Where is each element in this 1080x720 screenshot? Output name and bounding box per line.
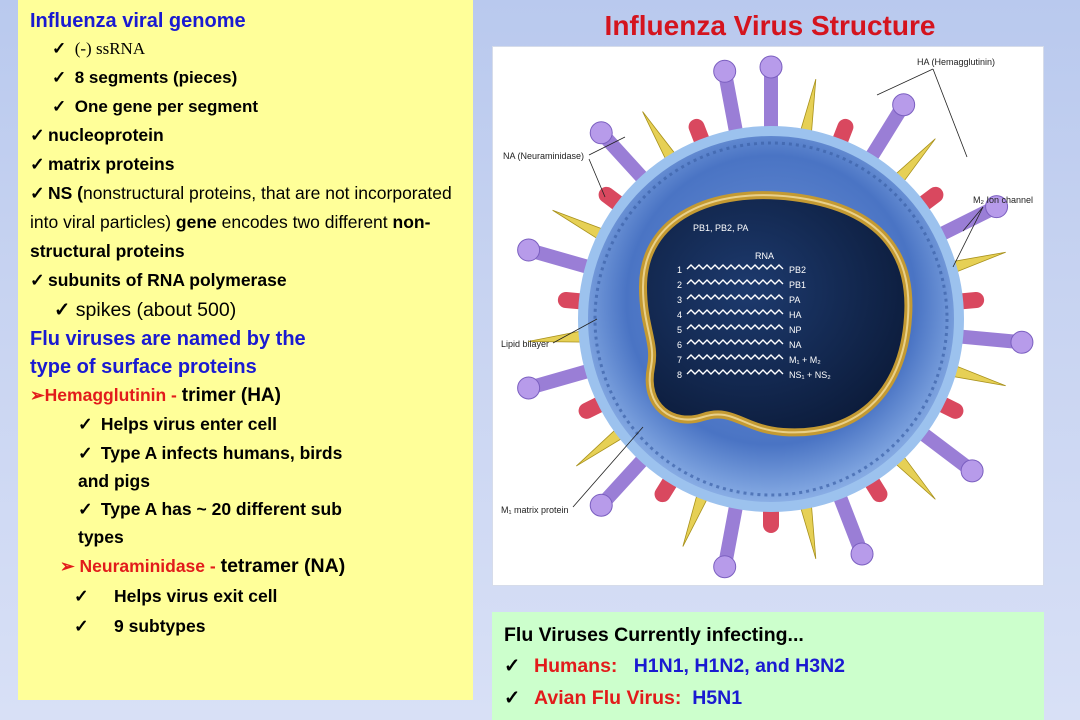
naming-heading-line1: Flu viruses are named by the bbox=[30, 328, 306, 350]
ha-item-subtypes: ✓ Type A has ~ 20 different sub bbox=[30, 495, 463, 524]
page-title: Influenza Virus Structure bbox=[604, 10, 936, 41]
lipid-diagram-label: Lipid bilayer bbox=[501, 339, 549, 349]
rna-strand bbox=[686, 279, 784, 285]
ha-spike-head bbox=[759, 55, 783, 79]
check-icon: ✓ bbox=[74, 586, 89, 606]
segment-label: PB1 bbox=[789, 280, 806, 290]
check-icon: ✓ bbox=[30, 125, 45, 145]
genome-item-matrix: ✓matrix proteins bbox=[30, 150, 463, 179]
segment-label: PB2 bbox=[789, 265, 806, 275]
check-icon: ✓ bbox=[78, 443, 93, 463]
ha-spike-head bbox=[960, 459, 984, 483]
ha-spike-head bbox=[1010, 330, 1034, 354]
check-icon: ✓ bbox=[504, 687, 521, 709]
na-item-subtypes: ✓9 subtypes bbox=[30, 611, 463, 641]
genome-item-ns: ✓NS (nonstructural proteins, that are no… bbox=[30, 179, 463, 266]
segment-label: NP bbox=[789, 325, 802, 335]
check-icon: ✓ bbox=[30, 270, 45, 290]
segment-number: 7 bbox=[677, 355, 682, 365]
segment-number: 4 bbox=[677, 310, 682, 320]
genome-item-gene: ✓ One gene per segment bbox=[30, 92, 463, 121]
arrow-bullet-icon: ➢ bbox=[30, 385, 45, 405]
na-item-exit: ✓Helps virus exit cell bbox=[30, 581, 463, 611]
ha-heading: ➢Hemagglutinin - trimer (HA) bbox=[30, 385, 281, 406]
pb-label: PB1, PB2, PA bbox=[693, 223, 748, 233]
humans-row: ✓ Humans: H1N1, H1N2, and H3N2 bbox=[504, 650, 1032, 682]
segment-label: NA bbox=[789, 340, 802, 350]
check-icon: ✓ bbox=[74, 616, 89, 636]
rna-segments: 1 PB2 2 PB1 3 PA 4 HA 5 NP 6 NA 7 M₁ + M₂ 8 NS₁ + NS₂ bbox=[677, 264, 831, 380]
segment-number: 2 bbox=[677, 280, 682, 290]
ha-spike-head bbox=[713, 555, 737, 579]
currently-infecting-panel: Flu Viruses Currently infecting... ✓ Huma… bbox=[492, 612, 1044, 720]
segment-label: M₁ + M₂ bbox=[789, 355, 821, 365]
segment-number: 5 bbox=[677, 325, 682, 335]
ha-spike-head bbox=[517, 376, 541, 400]
rna-strand bbox=[686, 324, 784, 330]
check-icon: ✓ bbox=[52, 97, 67, 116]
m2-diagram-label: M₂ Ion channel bbox=[973, 195, 1033, 205]
rna-strand bbox=[686, 294, 784, 300]
genome-item-polymerase: ✓subunits of RNA polymerase bbox=[30, 266, 463, 295]
ha-spike-head bbox=[985, 195, 1009, 219]
rna-label: RNA bbox=[755, 251, 774, 261]
ha-spike-head bbox=[589, 121, 613, 145]
check-icon: ✓ bbox=[52, 68, 67, 87]
naming-heading-line2: type of surface proteins bbox=[30, 356, 257, 378]
arrow-bullet-icon: ➢ bbox=[60, 556, 75, 576]
genome-info-panel: Influenza viral genome ✓ (-) ssRNA ✓ 8 s… bbox=[18, 0, 473, 700]
segment-number: 8 bbox=[677, 370, 682, 380]
segment-number: 6 bbox=[677, 340, 682, 350]
ha-spike-head bbox=[850, 542, 874, 566]
infecting-heading: Flu Viruses Currently infecting... bbox=[504, 624, 804, 646]
segment-label: NS₁ + NS₂ bbox=[789, 370, 831, 380]
avian-value: H5N1 bbox=[692, 687, 743, 709]
check-icon: ✓ bbox=[30, 154, 45, 174]
humans-value: H1N1, H1N2, and H3N2 bbox=[633, 655, 846, 677]
ha-spike-head bbox=[713, 59, 737, 83]
check-icon: ✓ bbox=[30, 183, 45, 203]
segment-number: 3 bbox=[677, 295, 682, 305]
genome-item-ssrna: ✓ (-) ssRNA bbox=[30, 34, 463, 63]
check-icon: ✓ bbox=[504, 655, 521, 677]
rna-strand bbox=[686, 339, 784, 345]
rna-strand bbox=[686, 264, 784, 270]
rna-strand bbox=[686, 309, 784, 315]
genome-item-spikes: ✓ spikes (about 500) bbox=[54, 299, 237, 321]
humans-label: Humans: bbox=[534, 655, 618, 677]
na-diagram-label: NA (Neuraminidase) bbox=[503, 151, 584, 161]
check-icon: ✓ bbox=[52, 39, 67, 58]
avian-row: ✓ Avian Flu Virus: H5N1 bbox=[504, 682, 1032, 714]
ha-item-subtypes-cont: types bbox=[78, 527, 124, 547]
segment-number: 1 bbox=[677, 265, 682, 275]
genome-heading: Influenza viral genome bbox=[30, 10, 246, 32]
check-icon: ✓ bbox=[78, 499, 93, 519]
check-icon: ✓ bbox=[54, 299, 71, 321]
na-heading: ➢ Neuraminidase - tetramer (NA) bbox=[60, 555, 346, 577]
rna-strand bbox=[686, 369, 784, 375]
segment-label: HA bbox=[789, 310, 802, 320]
ha-item-infects-cont: and pigs bbox=[78, 471, 150, 491]
ha-spike-head bbox=[589, 493, 613, 517]
ha-spike-head bbox=[892, 93, 916, 117]
check-icon: ✓ bbox=[78, 414, 93, 434]
rna-strand bbox=[686, 354, 784, 360]
ha-item-infects: ✓ Type A infects humans, birds bbox=[30, 439, 463, 468]
ha-diagram-label: HA (Hemagglutinin) bbox=[917, 57, 995, 67]
genome-item-segments: ✓ 8 segments (pieces) bbox=[30, 63, 463, 92]
m1-diagram-label: M₁ matrix protein bbox=[501, 505, 569, 515]
ha-spike-head bbox=[517, 238, 541, 262]
genome-item-nucleoprotein: ✓nucleoprotein bbox=[30, 121, 463, 150]
ha-item-enter: ✓ Helps virus enter cell bbox=[30, 410, 463, 439]
segment-label: PA bbox=[789, 295, 800, 305]
avian-label: Avian Flu Virus: bbox=[534, 687, 682, 709]
